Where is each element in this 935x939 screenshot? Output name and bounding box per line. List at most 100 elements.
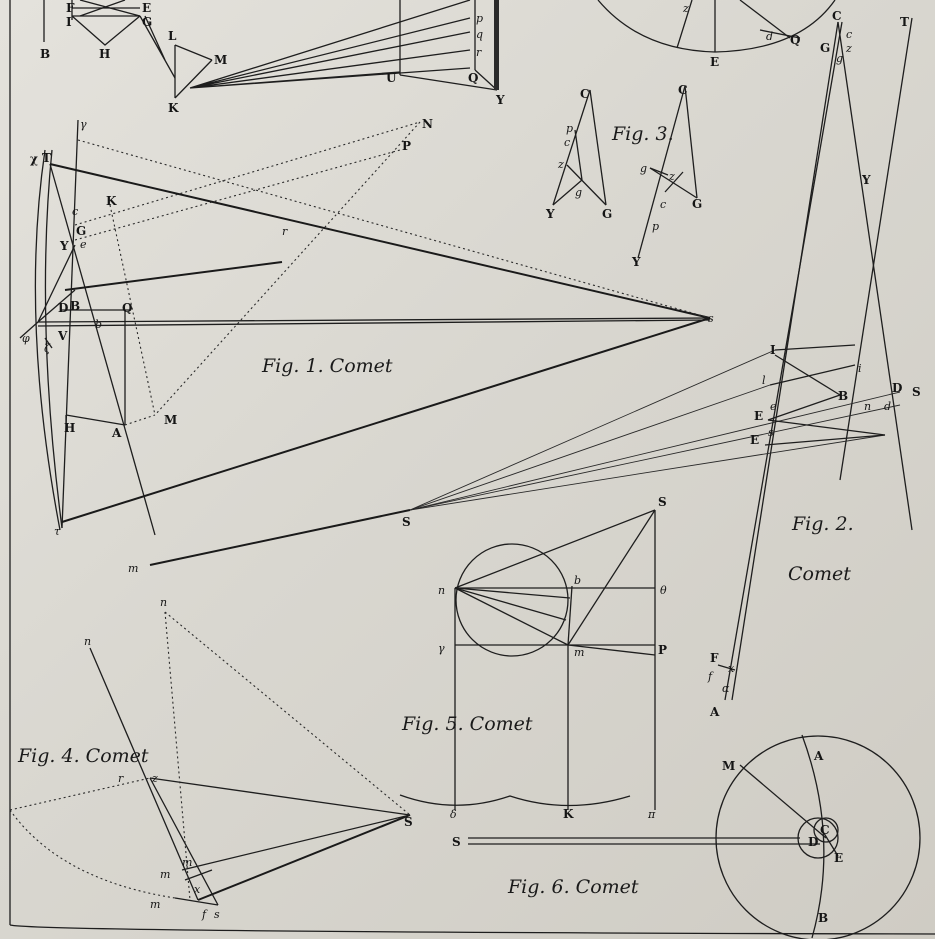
fig2-label-g: g (836, 52, 843, 65)
fig1-label-P: P (402, 139, 411, 153)
fig2-label-z: z (845, 42, 852, 55)
fig4-label-f: f (201, 908, 208, 921)
fig4-label-S: S (404, 815, 413, 829)
fig1-label-r: r (282, 225, 288, 238)
fig3-label-p: p (566, 122, 573, 135)
fig2-label-A: A (709, 705, 720, 719)
fig1-label-B: B (70, 299, 80, 313)
fig2-caption-line1: Fig. 2. (791, 513, 854, 535)
fig2-label-e: e (770, 400, 777, 413)
fig4-label-z: z (151, 772, 158, 785)
fig2-label-B: B (838, 389, 848, 403)
fig3-label-g2: g (640, 162, 647, 175)
label-F: F (66, 1, 75, 15)
fig2-label-D: D (892, 381, 902, 395)
fig6-label-E: E (834, 851, 843, 865)
fig3-label-Y1: Y (545, 207, 555, 221)
fig1-label-D: D (58, 301, 68, 315)
fig2-label-s2: s (768, 426, 774, 439)
fig2-label-d: d (884, 400, 891, 413)
fig1-label-H: H (64, 421, 75, 435)
fig3-label-C2: C (678, 83, 688, 97)
fig1-label-N: N (422, 117, 433, 131)
label-U: U (386, 71, 397, 85)
fig1-label-c: c (72, 205, 78, 218)
fig5-label-n: n (438, 584, 445, 597)
fig3-label-G1: G (602, 207, 612, 221)
fig5-label-theta: θ (660, 584, 667, 597)
fig3-label-z: z (557, 158, 564, 171)
label-q: q (476, 28, 483, 41)
fig2-label-i: i (858, 362, 862, 375)
fig4-label-m1: m (160, 868, 170, 881)
fig6-label-B: B (818, 911, 828, 925)
plate-border (9, 0, 935, 935)
fig1-label-K: K (106, 194, 117, 208)
fig6-label-A: A (813, 749, 824, 763)
label-top-z: z (682, 2, 689, 15)
fig2-comet-figure (149, 17, 913, 701)
label-K: K (168, 101, 179, 115)
top-fragment-labels: B F I E G H L M K U Q p q r Y E Q d z (40, 1, 800, 115)
fig1-label-Q: Q (122, 301, 132, 315)
fig4-label-m2: m (182, 856, 192, 869)
fig5-labels: S n b θ γ m P δ K π m Fig. 5. Comet (128, 495, 667, 821)
fig1-label-phi: φ (22, 332, 30, 345)
fig1-label-V: V (57, 329, 68, 343)
fig2-label-alpha: α (722, 682, 730, 695)
top-fragment-figure (43, 0, 836, 99)
fig2-label-n: n (864, 400, 871, 413)
label-top-Q: Q (790, 33, 800, 47)
fig6-comet-figure (468, 734, 921, 939)
fig5-label-gamma: γ (438, 642, 445, 655)
fig1-label-gamma: γ (80, 118, 87, 131)
fig1-label-zeta: ζ (44, 342, 51, 355)
label-M: M (214, 53, 227, 67)
fig2-label-E2: E (750, 433, 759, 447)
fig2-label-c: c (846, 28, 852, 41)
fig2-label-Y: Y (861, 173, 871, 187)
fig5-comet-figure (399, 509, 656, 810)
fig6-label-S: S (452, 835, 461, 849)
fig1-caption: Fig. 1. Comet (261, 355, 393, 377)
label-H: H (99, 47, 110, 61)
fig5-label-m: m (574, 646, 584, 659)
label-p: p (476, 12, 483, 25)
fig1-label-T: T (42, 151, 51, 165)
fig2-label-I: I (770, 343, 776, 357)
fig1-comet-figure (19, 119, 711, 536)
fig5-label-K: K (563, 807, 574, 821)
fig4-label-m3: m (150, 898, 160, 911)
fig5-label-m-left: m (128, 562, 138, 575)
label-Y: Y (495, 93, 505, 107)
fig6-label-M: M (722, 759, 735, 773)
fig1-label-b: b (95, 318, 102, 331)
fig6-label-C: C (820, 823, 830, 837)
fig3-label-Y2: Y (631, 255, 641, 269)
fig5-caption: Fig. 5. Comet (401, 713, 533, 735)
fig1-labels: χ T γ c K G Y e N P r D B Q b s φ ζ V H … (22, 117, 714, 538)
fig1-label-e: e (80, 238, 87, 251)
fig3-label-c2: c (660, 198, 666, 211)
fig5-label-S: S (658, 495, 667, 509)
fig2-label-l: l (762, 374, 766, 387)
fig3-label-z2: z (668, 170, 675, 183)
fig4-caption: Fig. 4. Comet (17, 745, 149, 767)
fig1-label-Y: Y (59, 239, 69, 253)
fig2-label-x: x (728, 662, 735, 675)
label-E: E (142, 1, 151, 15)
fig2-label-C: C (832, 9, 842, 23)
label-top-d: d (766, 30, 773, 43)
fig4-label-r: r (118, 772, 124, 785)
fig3-label-C1: C (580, 87, 590, 101)
fig2-labels: C c G z g T Y I i l B E e D S n d E s S … (402, 9, 921, 719)
fig4-label-s: s (214, 908, 220, 921)
fig4-label-n-left: n (84, 635, 91, 648)
fig3-caption: Fig. 3. (611, 123, 674, 145)
fig2-label-F: F (710, 651, 719, 665)
fig1-label-G: G (76, 224, 86, 238)
fig3-label-G2: G (692, 197, 702, 211)
fig6-label-D: D (808, 835, 818, 849)
